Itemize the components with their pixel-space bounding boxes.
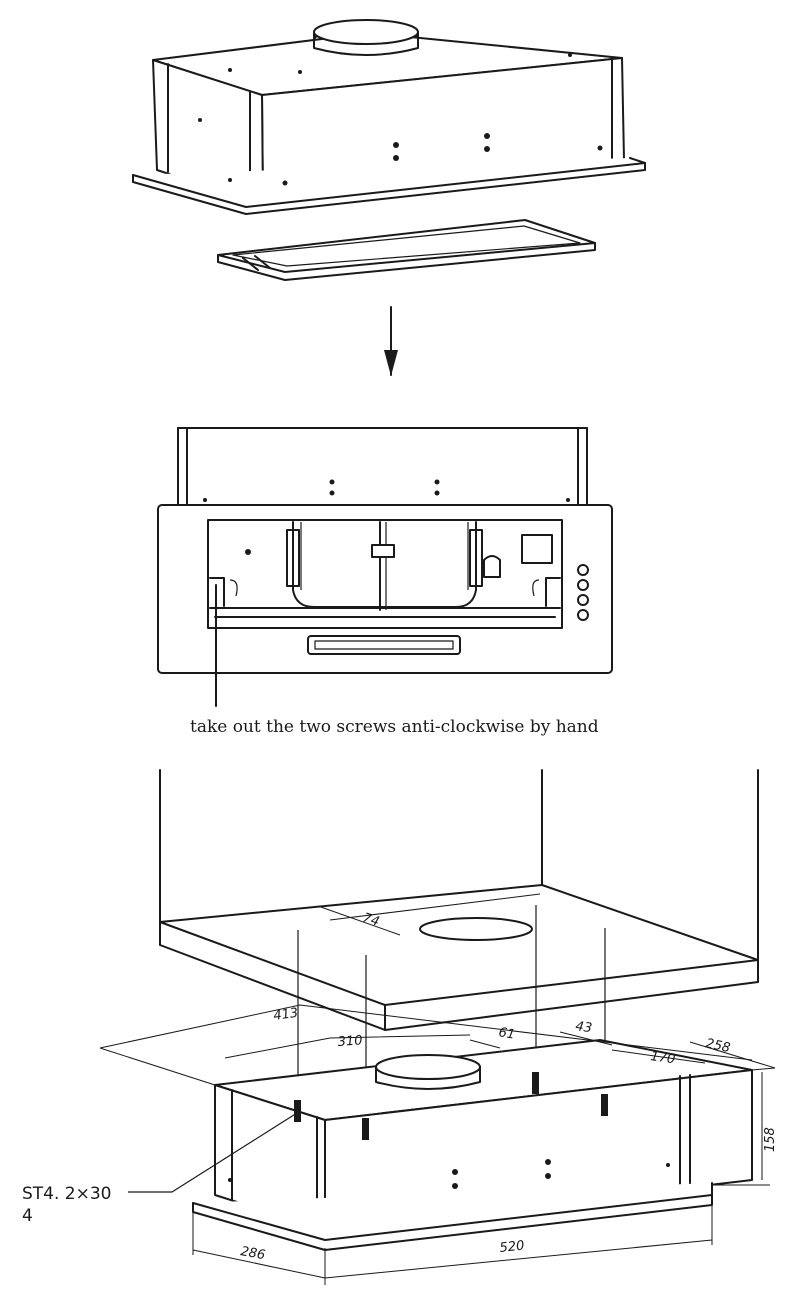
dim-520: 520 [499,1238,525,1256]
hood-body-top [132,19,646,215]
dim-310: 310 [337,1033,363,1050]
screw-spec-label: ST4. 2×30 4 [22,1183,112,1227]
dim-61: 61 [497,1025,516,1043]
dim-170: 170 [649,1049,676,1067]
screw-spec: ST4. 2×30 [22,1184,112,1204]
down-arrow-icon [384,306,398,376]
instruction-caption: take out the two screws anti-clockwise b… [190,717,599,737]
dim-43: 43 [574,1019,592,1036]
screw-quantity: 4 [22,1206,33,1226]
dim-158: 158 [763,1127,778,1152]
cabinet-installation-view: 74 [99,769,778,1285]
hood-front-view [157,427,613,707]
dim-286: 286 [239,1244,266,1263]
filter-frame [217,219,596,281]
dim-413: 413 [272,1006,299,1024]
dim-74: 74 [361,911,381,930]
dim-258: 258 [704,1036,731,1056]
